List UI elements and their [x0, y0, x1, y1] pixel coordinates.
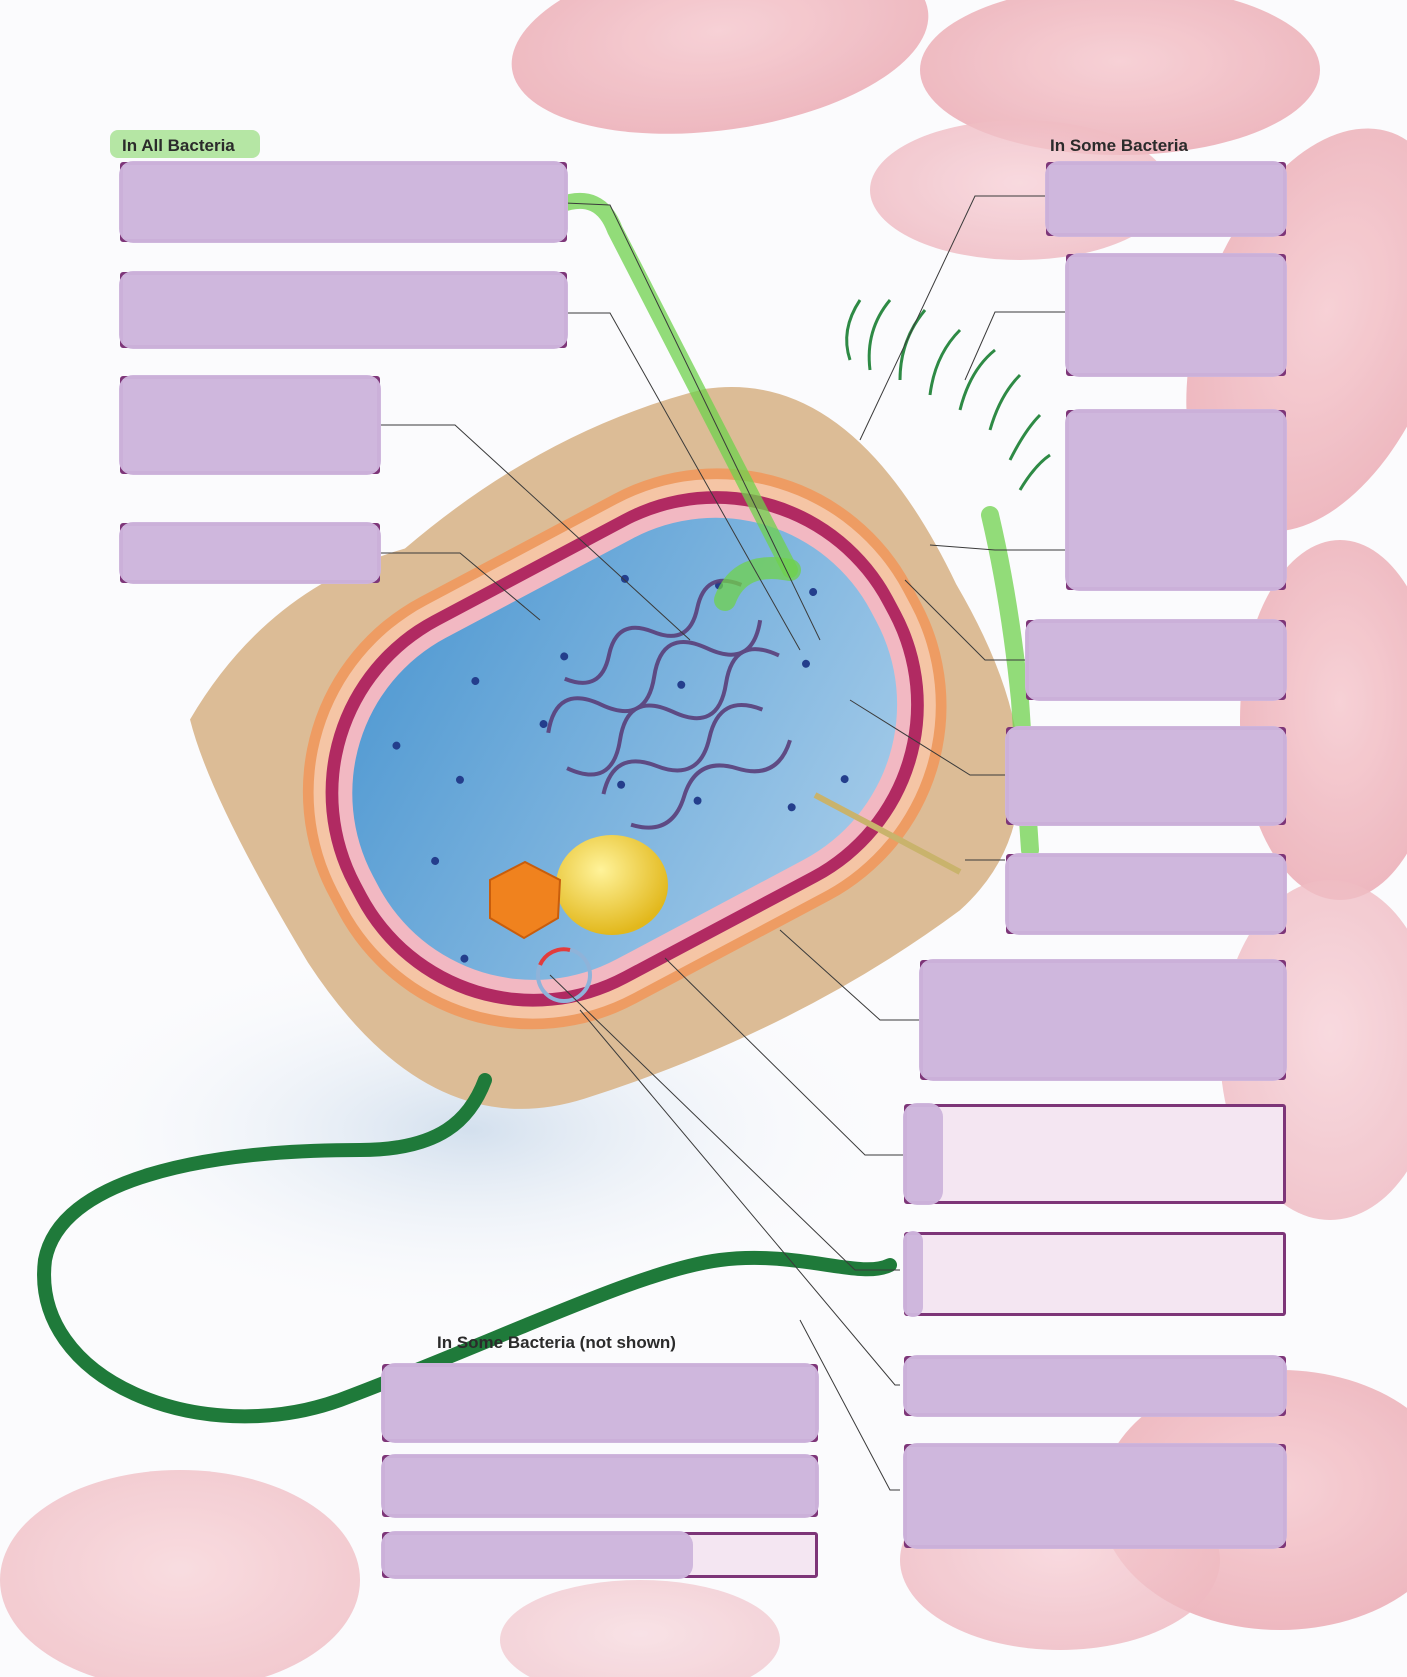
label-box-not-shown-2[interactable]	[381, 1454, 819, 1518]
scribble-mask	[119, 375, 381, 475]
scribble-mask	[919, 959, 1287, 1081]
inclusion-granule	[556, 835, 668, 935]
label-box-some-6[interactable]	[1005, 853, 1287, 935]
label-box-some-10[interactable]	[903, 1355, 1287, 1417]
flagellum	[37, 1073, 897, 1424]
nucleoid	[546, 578, 792, 830]
label-box-some-1[interactable]	[1045, 161, 1287, 237]
microcompartment	[489, 860, 562, 940]
pili	[845, 299, 1051, 491]
heading-all-bacteria: In All Bacteria	[122, 136, 235, 155]
label-box-some-3[interactable]	[1065, 409, 1287, 591]
scribble-mask	[1065, 253, 1287, 377]
label-box-some-9[interactable]	[903, 1231, 1286, 1317]
label-box-some-5[interactable]	[1005, 726, 1287, 826]
label-box-some-2[interactable]	[1065, 253, 1287, 377]
cytoplasm	[352, 517, 898, 980]
highlighter-marks	[110, 130, 1039, 859]
scribble-mask	[119, 161, 568, 243]
scribble-mask	[119, 271, 568, 349]
scribble-mask	[1005, 853, 1287, 935]
label-box-some-7[interactable]	[919, 959, 1287, 1081]
scribble-mask	[381, 1454, 819, 1518]
scribble-mask	[1045, 161, 1287, 237]
scribble-mask	[903, 1443, 1287, 1549]
label-box-not-shown-1[interactable]	[381, 1363, 819, 1443]
label-box-not-shown-3[interactable]	[381, 1531, 818, 1579]
label-box-some-11[interactable]	[903, 1443, 1287, 1549]
heading-some-bacteria: In Some Bacteria	[1050, 136, 1188, 155]
label-box-all-1[interactable]	[119, 161, 568, 243]
bacterium-illustration	[190, 386, 1021, 1109]
scribble-mask	[1025, 619, 1287, 701]
scribble-mask	[119, 522, 381, 584]
scribble-mask	[1005, 726, 1287, 826]
scribble-mask	[381, 1363, 819, 1443]
label-box-some-4[interactable]	[1025, 619, 1287, 701]
leader-lines	[380, 195, 1065, 1491]
scribble-mask	[903, 1103, 943, 1205]
scribble-mask	[903, 1355, 1287, 1417]
label-box-all-2[interactable]	[119, 271, 568, 349]
label-box-all-3[interactable]	[119, 375, 381, 475]
fimbria	[813, 792, 962, 875]
scribble-mask	[381, 1531, 693, 1579]
label-box-all-4[interactable]	[119, 522, 381, 584]
scribble-mask	[903, 1231, 923, 1317]
label-box-some-8[interactable]	[903, 1103, 1286, 1205]
heading-some-bacteria-not-shown: In Some Bacteria (not shown)	[437, 1333, 676, 1352]
scribble-mask	[1065, 409, 1287, 591]
